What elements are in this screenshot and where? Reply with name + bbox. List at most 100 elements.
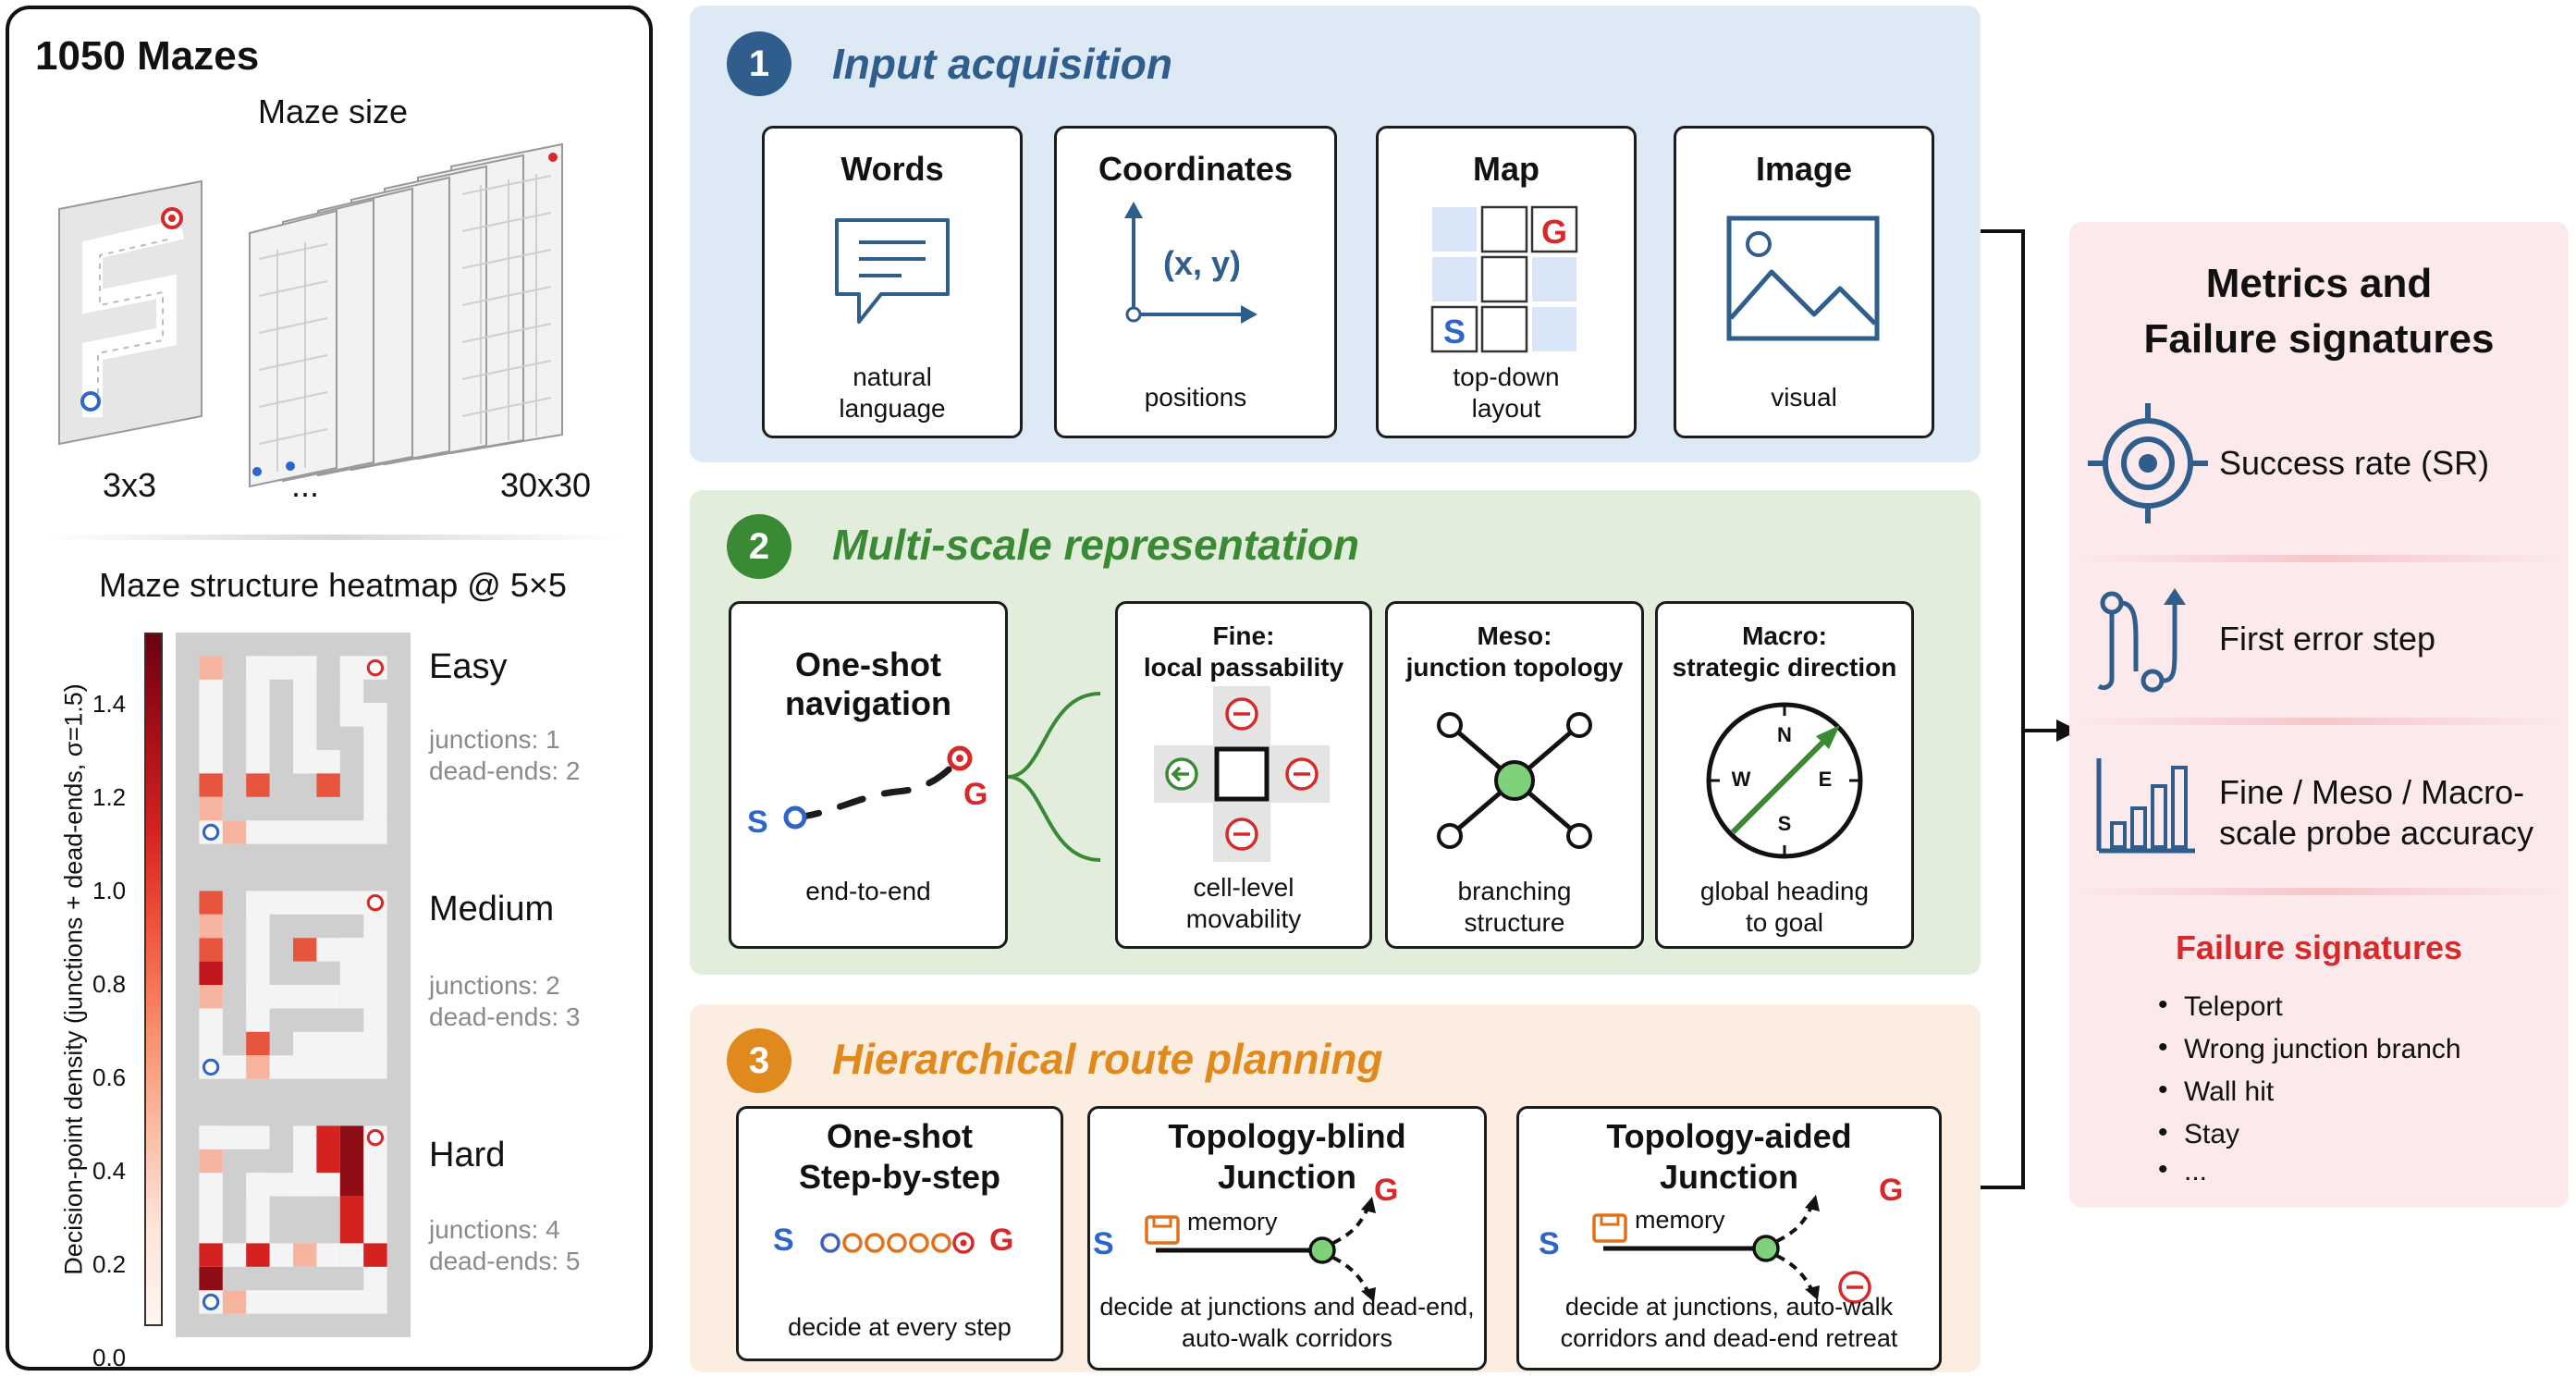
box-title: Map: [1473, 150, 1539, 188]
compass-icon: [1706, 702, 1863, 859]
box-title: Macro:: [1742, 621, 1827, 650]
box-caption: corridors and dead-end retreat: [1560, 1324, 1898, 1352]
colorbar-tick: 0.2: [92, 1250, 127, 1278]
difficulty-junctions: junctions: 4: [429, 1215, 560, 1244]
colorbar-tick: 1.0: [92, 877, 127, 904]
memory-label: memory: [1635, 1206, 1725, 1234]
box-title: Meso:: [1477, 621, 1552, 650]
box-caption: decide at every step: [788, 1313, 1012, 1341]
failure-bullet: •: [2158, 990, 2168, 1020]
heatmap-title: Maze structure heatmap @ 5×5: [99, 566, 567, 604]
goal-marker: G: [989, 1223, 1014, 1258]
box-title: navigation: [784, 684, 952, 722]
passability-cross-icon: [1154, 686, 1330, 862]
box-caption: language: [839, 394, 946, 423]
section-number-badge: 2: [727, 514, 791, 579]
colorbar-label: Decision-point density (junctions + dead…: [59, 683, 88, 1275]
failure-bullet: •: [2158, 1075, 2168, 1105]
colorbar-tick: 0.6: [92, 1063, 127, 1091]
heatmap-maze-medium: [176, 867, 411, 1102]
box-caption: natural: [853, 363, 932, 391]
dashed-path-icon: [783, 745, 973, 830]
axes-icon: [1124, 202, 1257, 324]
colorbar-tick: 1.4: [92, 690, 127, 718]
section-number-badge: 3: [727, 1028, 791, 1093]
difficulty-junctions: junctions: 1: [429, 725, 560, 754]
difficulty-name: Easy: [429, 647, 508, 686]
section-title: Hierarchical route planning: [832, 1035, 1383, 1083]
box-title: Image: [1755, 150, 1853, 188]
input-box-coordinates: [1054, 126, 1337, 438]
failure-signatures-title: Failure signatures: [2175, 928, 2463, 966]
box-title: Topology-blind: [1168, 1117, 1406, 1155]
metrics-divider: [2080, 888, 2558, 895]
coordinate-glyph: (x, y): [1163, 244, 1242, 282]
box-caption: to goal: [1745, 908, 1824, 937]
compass-east: E: [1818, 768, 1833, 791]
metric-label: Success rate (SR): [2219, 444, 2490, 482]
box-caption: auto-walk corridors: [1181, 1324, 1393, 1352]
compass-south: S: [1777, 812, 1792, 835]
flow-bracket-arrow: [1981, 229, 2079, 1189]
memory-junction-icon: [1145, 1197, 1376, 1302]
box-title: One-shot: [827, 1117, 973, 1155]
compass-west: W: [1731, 768, 1751, 791]
colorbar-tick: 0.4: [92, 1157, 127, 1185]
box-title: Junction: [1218, 1158, 1356, 1196]
start-marker: S: [773, 1223, 794, 1258]
box-caption: global heading: [1699, 877, 1870, 905]
plan-box-topology-aided: [1516, 1106, 1942, 1371]
size-max-label: 30x30: [499, 466, 592, 504]
box-caption: layout: [1471, 394, 1541, 423]
input-box-words: [762, 126, 1023, 438]
goal-marker: G: [1374, 1173, 1399, 1208]
section-title: Multi-scale representation: [832, 521, 1360, 569]
section-number-badge: 1: [727, 31, 791, 96]
goal-marker: G: [1879, 1173, 1904, 1208]
start-marker: S: [747, 805, 768, 840]
route-icon: [2097, 588, 2186, 693]
failure-bullet: •: [2158, 1117, 2168, 1148]
metric-label: scale probe accuracy: [2219, 814, 2534, 852]
repr-box-macro: [1655, 601, 1914, 949]
compass-north: N: [1777, 723, 1792, 746]
speech-bubble-icon: [835, 218, 950, 324]
box-caption: movability: [1185, 904, 1302, 933]
metrics-divider: [2080, 718, 2558, 725]
start-marker: S: [1442, 313, 1466, 350]
box-title: Step-by-step: [798, 1158, 1001, 1196]
box-title: local passability: [1143, 653, 1344, 682]
mazes-panel: [6, 6, 653, 1371]
difficulty-deadends: dead-ends: 2: [429, 756, 581, 785]
metric-label: First error step: [2219, 620, 2436, 658]
metrics-title: Failure signatures: [2143, 316, 2495, 362]
start-marker: S: [1539, 1226, 1560, 1261]
metrics-title: Metrics and: [2205, 261, 2433, 306]
box-caption: decide at junctions, auto-walk: [1564, 1293, 1894, 1321]
heatmap-maze-hard: [176, 1102, 411, 1337]
goal-marker: G: [1540, 213, 1567, 251]
maze-size-label: Maze size: [257, 92, 409, 130]
box-title: Fine:: [1212, 621, 1275, 650]
goal-marker: G: [963, 777, 988, 812]
failure-item: ...: [2184, 1156, 2208, 1186]
box-title: Coordinates: [1098, 150, 1294, 188]
box-title: Words: [840, 150, 944, 188]
input-box-image: [1674, 126, 1934, 438]
difficulty-name: Hard: [429, 1136, 506, 1174]
failure-item: Wrong junction branch: [2184, 1034, 2461, 1064]
size-min-label: 3x3: [102, 466, 157, 504]
maze-stack-illustration: [58, 142, 563, 488]
failure-item: Stay: [2184, 1119, 2240, 1150]
section-title: Input acquisition: [832, 40, 1172, 88]
box-caption: positions: [1144, 383, 1247, 412]
plan-box-topology-blind: [1087, 1106, 1487, 1371]
box-caption: top-down: [1453, 363, 1560, 391]
metrics-divider: [2080, 555, 2558, 562]
failure-bullet: •: [2158, 1032, 2168, 1063]
failure-bullet: •: [2158, 1154, 2168, 1185]
difficulty-name: Medium: [429, 890, 555, 928]
box-title: strategic direction: [1672, 653, 1897, 682]
start-marker: S: [1093, 1226, 1114, 1261]
junction-graph-icon: [1437, 712, 1592, 849]
